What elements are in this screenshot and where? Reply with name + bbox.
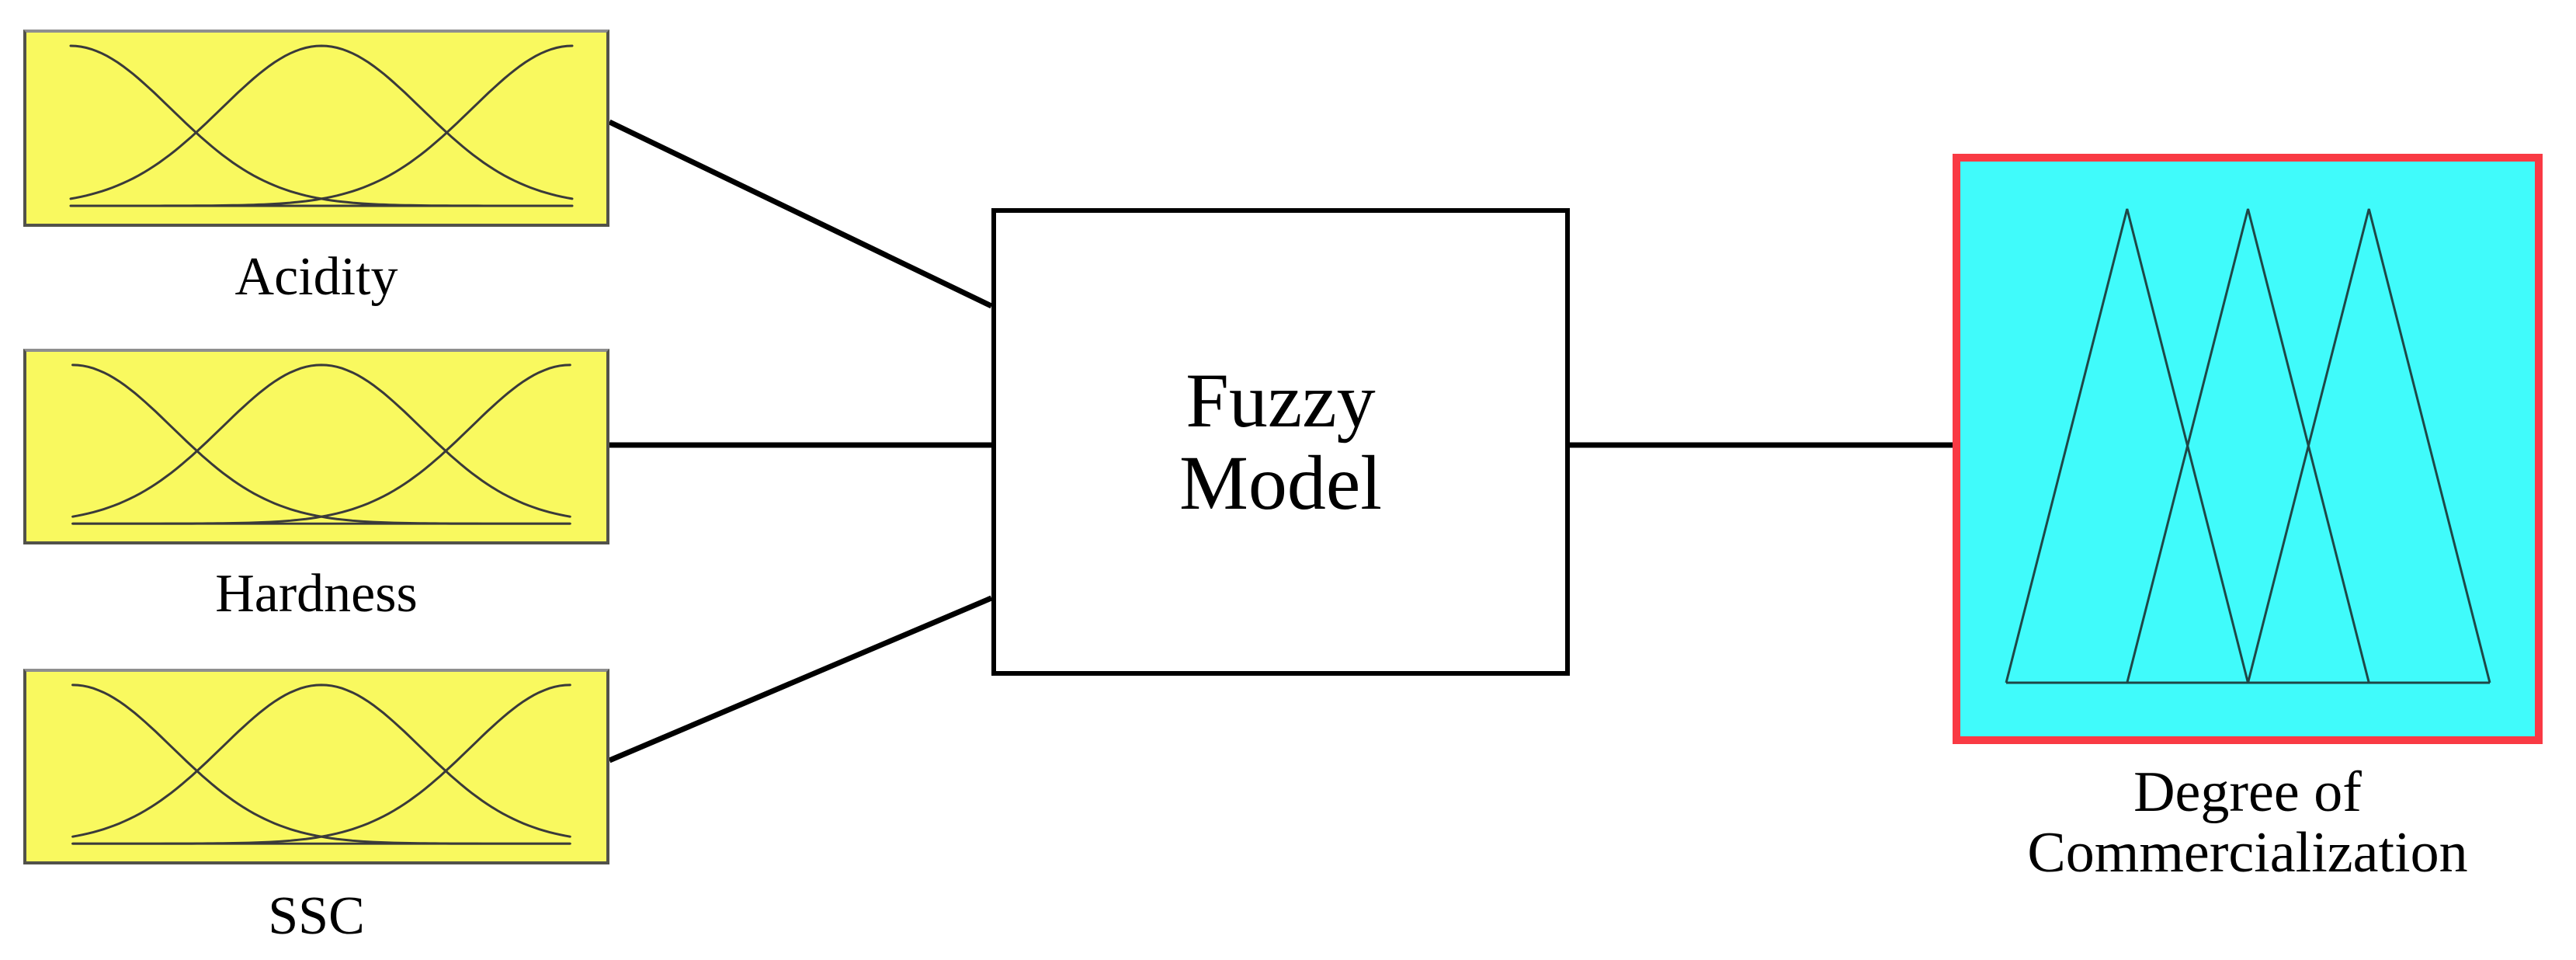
gaussian-curve [69, 44, 574, 207]
triangle-curve [2126, 208, 2370, 683]
edge-acidity-to-model [608, 119, 993, 309]
gaussian-curve [69, 44, 574, 207]
fuzzy-model-label-line2: Model [1179, 440, 1383, 526]
triangular-membership-plot [2005, 208, 2491, 684]
input-node-acidity [23, 30, 609, 227]
output-node-degree-of-commercialization [1953, 154, 2543, 744]
gaussian-membership-plot [69, 44, 574, 207]
gaussian-curve [71, 363, 571, 518]
triangle-curve [2247, 208, 2491, 683]
gaussian-curve [69, 44, 574, 200]
gaussian-curve [71, 683, 571, 845]
input-node-ssc [23, 669, 609, 864]
input-label-acidity: Acidity [234, 247, 398, 307]
gaussian-membership-plot [71, 363, 571, 525]
output-label: Degree of Commercialization [1953, 762, 2543, 883]
input-node-hardness [23, 349, 609, 544]
gaussian-curve [71, 683, 571, 838]
fuzzy-model-label-line1: Fuzzy [1186, 357, 1376, 443]
gaussian-curve [71, 683, 571, 845]
input-label-hardness: Hardness [215, 564, 418, 624]
gaussian-curve [71, 363, 571, 525]
fuzzy-model-node: Fuzzy Model [991, 208, 1570, 676]
triangle-curve [2005, 208, 2249, 683]
output-label-line2: Commercialization [2027, 821, 2468, 885]
output-label-line1: Degree of [2133, 760, 2362, 824]
gaussian-membership-plot [71, 683, 571, 845]
edge-ssc-to-model [608, 595, 993, 763]
gaussian-curve [71, 363, 571, 525]
input-label-ssc: SSC [268, 886, 365, 946]
